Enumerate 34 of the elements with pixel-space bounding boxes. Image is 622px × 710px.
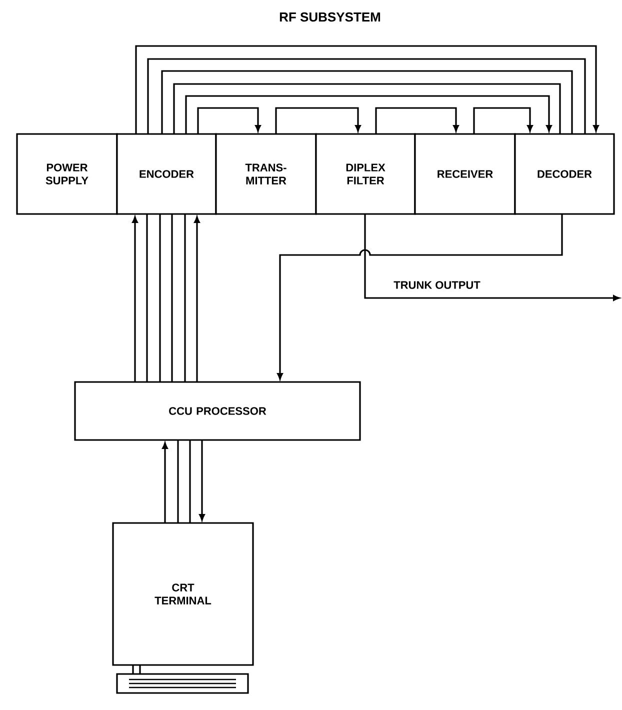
connector-line — [199, 440, 205, 521]
block-box: DECODER — [514, 133, 615, 215]
connector-line — [132, 665, 134, 674]
connector-line — [473, 107, 533, 134]
connector-line — [171, 214, 173, 382]
block-box: RECEIVER — [414, 133, 516, 215]
block-box: CCU PROCESSOR — [74, 381, 361, 441]
connector-line — [146, 214, 148, 382]
connector-line — [139, 665, 141, 674]
connector-line — [184, 214, 186, 382]
connector-line — [177, 440, 179, 523]
connector-line — [375, 107, 459, 134]
block-box: DIPLEX FILTER — [315, 133, 416, 215]
connector-line — [275, 107, 361, 134]
connector-line — [135, 45, 599, 134]
block-box: TRANS- MITTER — [215, 133, 317, 215]
block-box: CRT TERMINAL — [112, 522, 254, 666]
connector-line — [194, 216, 200, 382]
connector-line — [161, 70, 573, 134]
connector-line — [185, 95, 552, 134]
edge-label: TRUNK OUTPUT — [392, 280, 482, 290]
connector-line — [162, 442, 168, 523]
title: RF SUBSYSTEM — [280, 12, 380, 22]
connector-line — [132, 216, 138, 382]
connector-line — [197, 107, 261, 134]
connector-line — [364, 214, 620, 301]
connector-line — [277, 214, 563, 380]
connector-line — [173, 83, 561, 134]
keyboard-drawing — [116, 673, 249, 694]
connector-line — [147, 58, 586, 134]
block-box: POWER SUPPLY — [16, 133, 118, 215]
connector-line — [159, 214, 161, 382]
connector-line — [189, 440, 191, 523]
block-box: ENCODER — [116, 133, 217, 215]
